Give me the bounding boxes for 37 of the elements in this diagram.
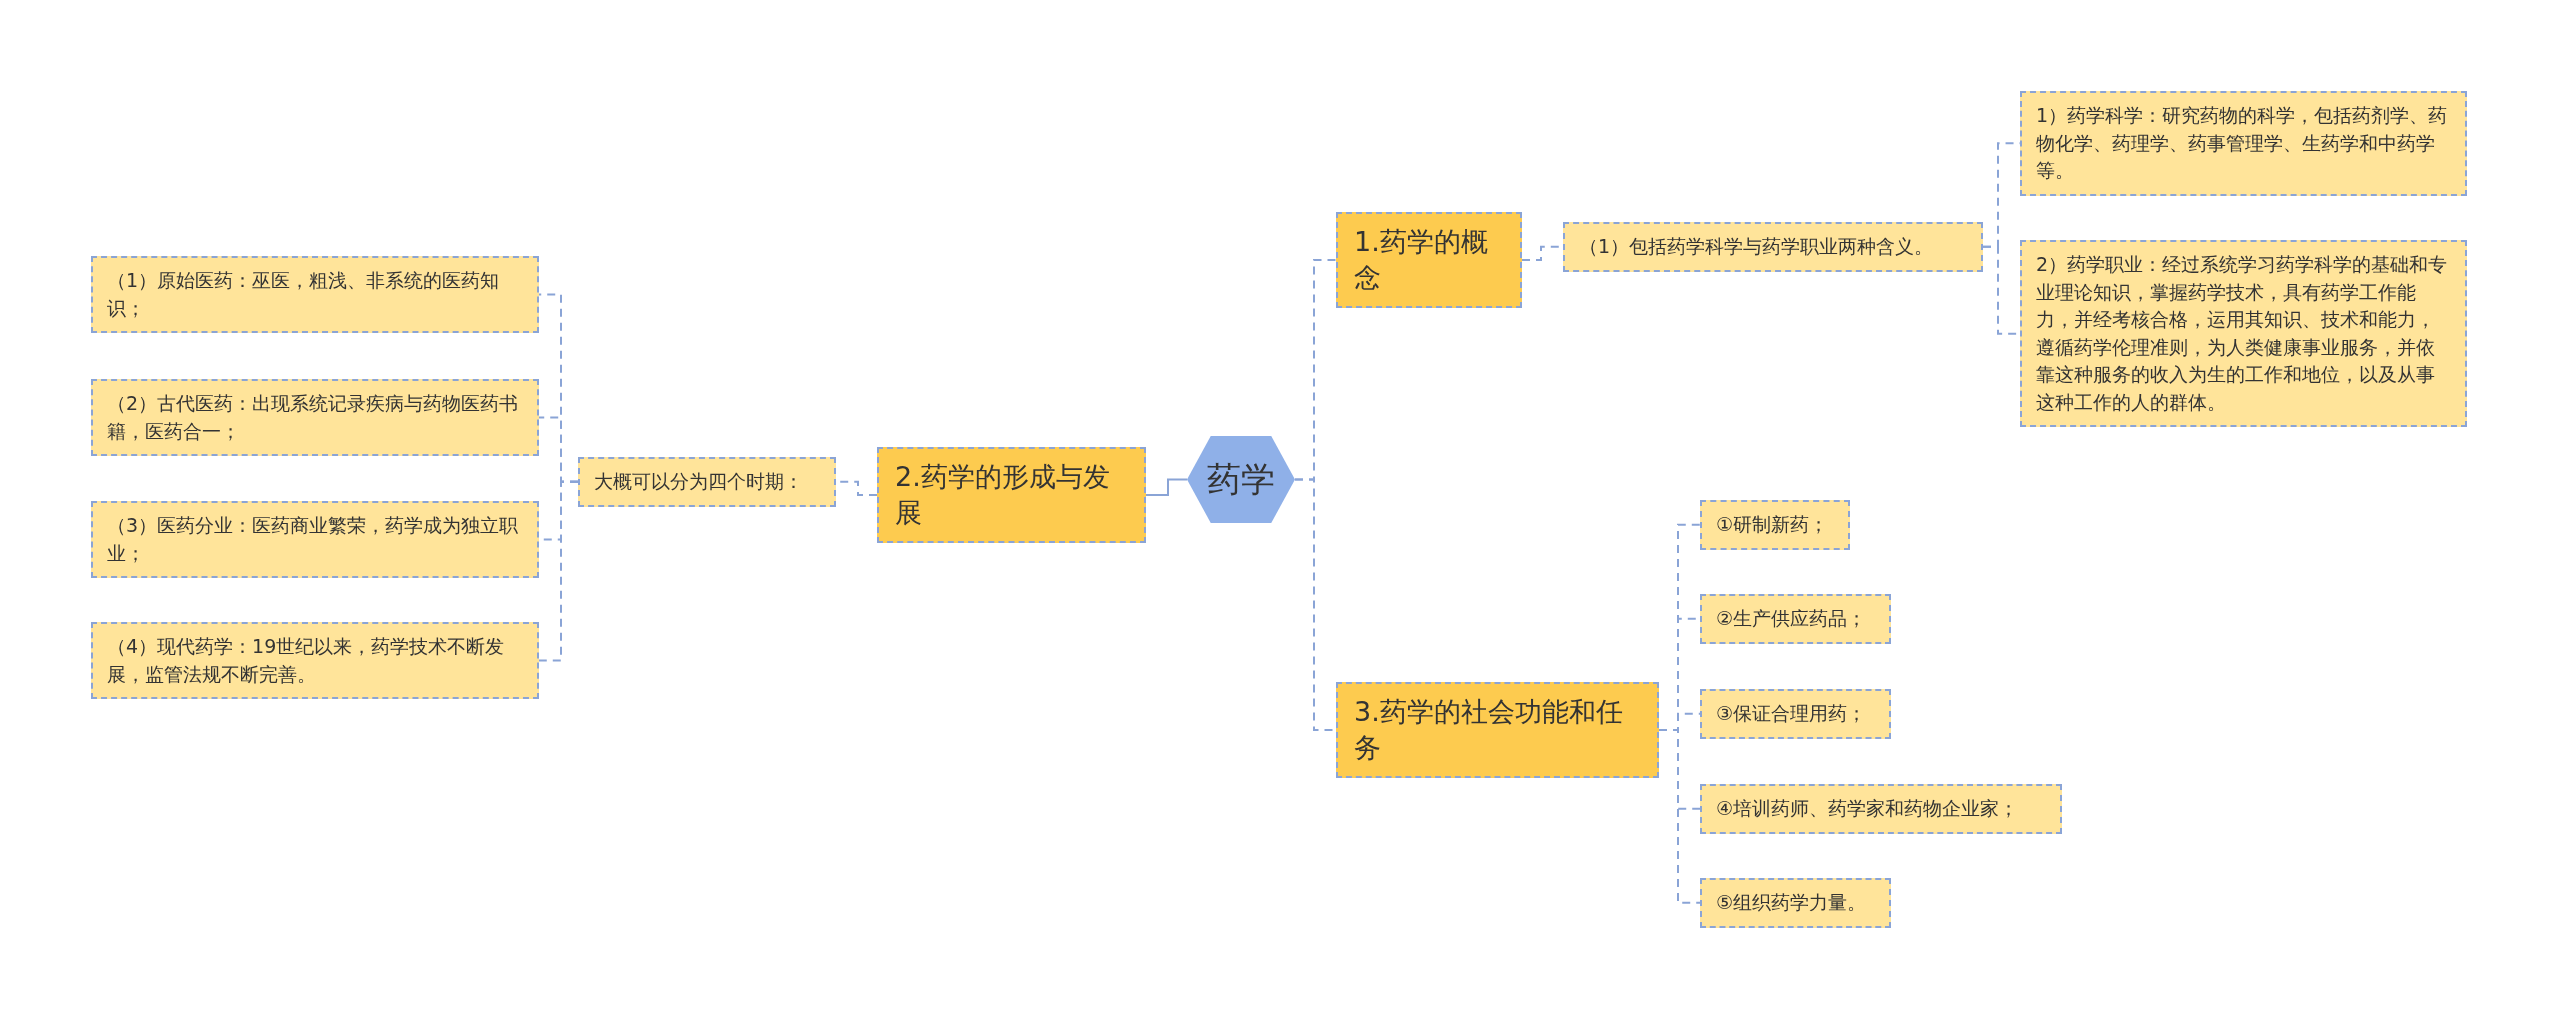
topic-text: ②生产供应药品； <box>1716 606 1867 631</box>
subtopic-box <box>1700 594 1891 644</box>
topic-text: （2）古代医药：出现系统记录疾病与药物医药书籍，医药合一； <box>107 391 520 444</box>
topic-text: ③保证合理用药； <box>1716 701 1867 726</box>
topic-text: 2.药学的形成与发展 <box>895 460 1111 530</box>
subtopic-box <box>1700 500 1850 550</box>
subtopic-box <box>2020 240 2467 428</box>
topic-text: 2）药学职业：经过系统学习药学科学的基础和专业理论知识，掌握药学技术，具有药学工作能力，并经考核合格，运用其知识、技术和能力，遵循药学伦理准则，为人类健康事业服务，并依靠这种服务的收入为生的工作和地位，以及从事这种工作的人的群体。 <box>2036 252 2449 415</box>
connector-line <box>1145 478 1188 496</box>
topic-text: （3）医药分业：医药商业繁荣，药学成为独立职业； <box>107 513 520 566</box>
subtopic-box <box>91 379 539 457</box>
topic-text: 大概可以分为四个时期： <box>594 469 803 494</box>
subtopic-box <box>1563 222 1983 272</box>
subtopic-box <box>1700 689 1891 739</box>
subtopic-box <box>578 457 836 507</box>
topic-box <box>877 447 1146 543</box>
topic-text: 1.药学的概念 <box>1354 225 1489 295</box>
topic-text: 3.药学的社会功能和任务 <box>1354 695 1624 765</box>
topic-text: （4）现代药学：19世纪以来，药学技术不断发展，监管法规不断完善。 <box>107 634 506 687</box>
topic-text: （1）包括药学科学与药学职业两种含义。 <box>1579 234 1934 259</box>
connector-line <box>1658 729 1701 904</box>
subtopic-box <box>91 622 539 700</box>
topic-text: ⑤组织药学力量。 <box>1716 890 1867 915</box>
subtopic-box <box>91 501 539 579</box>
topic-box <box>1336 682 1659 778</box>
subtopic-box <box>91 256 539 334</box>
connector-line <box>538 480 579 662</box>
subtopic-box <box>2020 91 2467 196</box>
subtopic-box <box>1700 784 2062 834</box>
central-topic <box>1187 436 1295 523</box>
topic-text: ④培训药师、药学家和药物企业家； <box>1716 796 2019 821</box>
topic-text: （1）原始医药：巫医，粗浅、非系统的医药知识； <box>107 268 501 321</box>
central-topic-text: 药学 <box>1207 457 1275 501</box>
subtopic-box <box>1700 878 1891 928</box>
topic-box <box>1336 212 1522 308</box>
topic-text: 1）药学科学：研究药物的科学，包括药剂学、药物化学、药理学、药事管理学、生药学和中药学等。 <box>2036 103 2449 184</box>
topic-text: ①研制新药； <box>1716 512 1829 537</box>
